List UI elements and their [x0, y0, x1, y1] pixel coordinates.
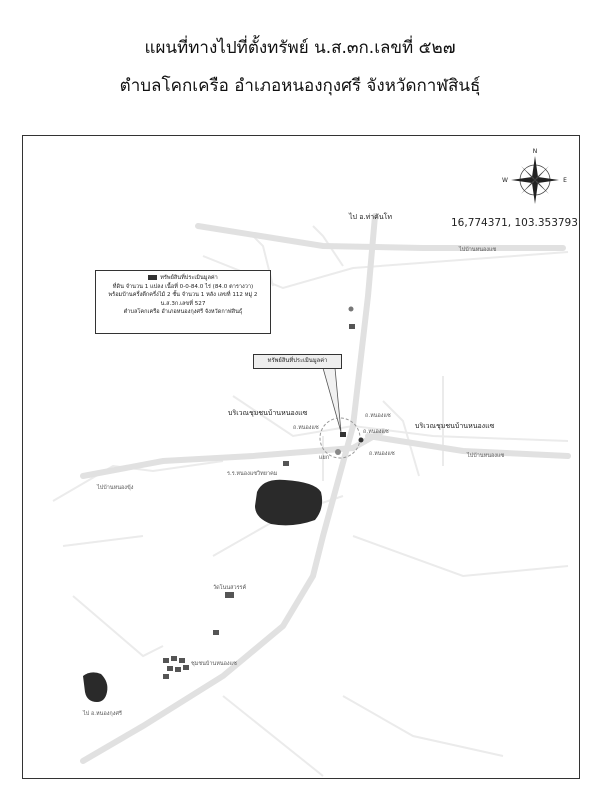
legend-line-2: ที่ดิน จำนวน 1 แปลง เนื้อที่ 0-0-84.0 ไร… [112, 283, 254, 290]
callout-pointer [322, 367, 342, 433]
legend-line-3: พร้อมบ้านครึ่งตึกครึ่งไม้ 2 ชั้น จำนวน 1… [108, 292, 258, 298]
label-road-4: ถ.หนองแซ [369, 451, 395, 457]
label-road-3: ถ.หนองแซ [363, 429, 389, 435]
legend-line-4: น.ส.3ก.เลขที่ 527 [160, 300, 206, 307]
property-callout: ทรัพย์สินที่ประเมินมูลค่า [253, 354, 342, 369]
compass-west-label: W [502, 177, 508, 184]
label-to-east-1: ไปบ้านหนองแซ [459, 247, 497, 253]
label-community-south: ชุมชนบ้านหนองแซ [191, 661, 237, 667]
legend-line-1: ทรัพย์สินที่ประเมินมูลค่า [160, 275, 218, 281]
property-marker [340, 432, 346, 437]
label-junction: แยก [319, 455, 330, 461]
map-frame: N W E 16,774371, 103.353793 ทรัพย์สินที่… [22, 135, 580, 779]
buildings [163, 324, 355, 679]
page-subtitle: ตำบลโคกเครือ อำเภอหนองกุงศรี จังหวัดกาฬส… [119, 76, 481, 96]
coordinates-label: 16,774371, 103.353793 [451, 217, 578, 229]
compass-east-label: E [563, 177, 567, 184]
pond-large [255, 479, 323, 526]
legend-swatch [148, 275, 158, 280]
legend-line-5: ตำบลโคกเครือ อำเภอหนองกุงศรี จังหวัดกาฬส… [123, 309, 243, 315]
label-to-west: ไปบ้านหนองขุ้ง [97, 485, 134, 491]
label-to-east-2: ไปบ้านหนองแซ [467, 453, 505, 459]
legend-box: ทรัพย์สินที่ประเมินมูลค่า ที่ดิน จำนวน 1… [95, 270, 271, 334]
main-roads [80, 213, 571, 764]
label-community-east: บริเวณชุมชนบ้านหนองแซ [415, 422, 495, 430]
label-road-2: ถ.หนองแซ [365, 413, 391, 419]
label-to-north: ไป อ.ท่าคันโท [349, 213, 393, 221]
page-title: แผนที่ทางไปที่ตั้งทรัพย์ น.ส.๓ก.เลขที่ ๕… [144, 38, 456, 58]
junction-marker [335, 449, 341, 455]
label-temple: วัดโนนสวรรค์ [213, 585, 247, 591]
label-road-1: ถ.หนองแซ [293, 425, 319, 431]
landmark-marker [348, 306, 354, 312]
community-marker [358, 437, 364, 443]
compass-north-label: N [533, 148, 538, 155]
label-to-south: ไป อ.หนองกุงศรี [83, 711, 122, 717]
label-school: ร.ร.หนองแซวิทยาคม [227, 471, 278, 477]
compass-rose: N W E [502, 148, 567, 204]
map-canvas: N W E [52, 148, 571, 777]
label-community-west: บริเวณชุมชนบ้านหนองแซ [228, 409, 308, 417]
pond-small [83, 672, 108, 702]
